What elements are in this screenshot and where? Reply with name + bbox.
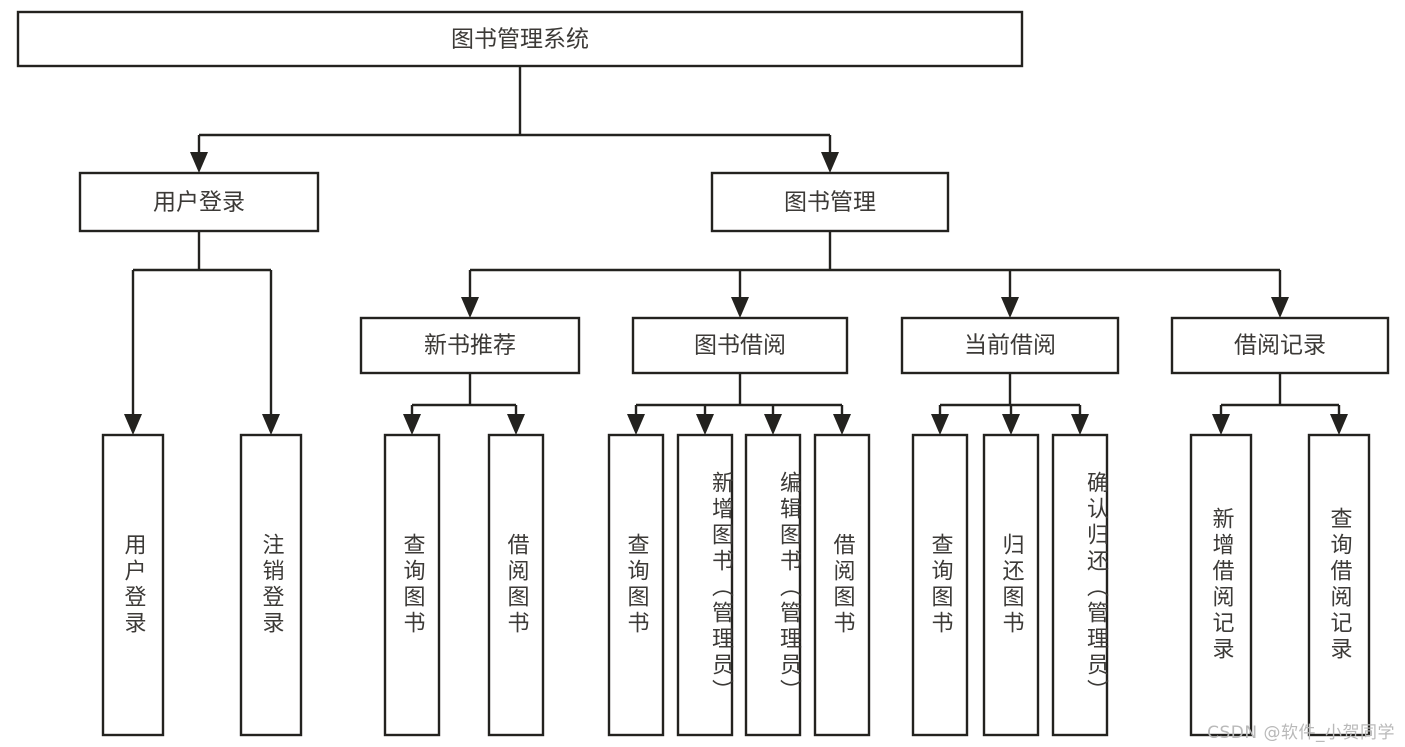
- node-current-borrow[interactable]: 当前借阅: [900, 316, 1120, 375]
- arrowhead-leaf-add-book: [696, 414, 714, 435]
- node-new-book-rec-label: 新书推荐: [424, 333, 516, 359]
- node-root[interactable]: 图书管理系统: [16, 10, 1024, 68]
- node-book-borrow-box[interactable]: [631, 316, 849, 375]
- node-leaf-return-book-box[interactable]: [982, 433, 1040, 737]
- node-leaf-query-record-box[interactable]: [1307, 433, 1371, 737]
- node-leaf-borrow-book-2-box[interactable]: [813, 433, 871, 737]
- node-book-manage[interactable]: 图书管理: [710, 171, 950, 233]
- node-leaf-confirm-return-box[interactable]: [1051, 433, 1109, 737]
- node-root-box[interactable]: [16, 10, 1024, 68]
- arrowhead-user-login: [190, 152, 208, 173]
- node-user-login-label: 用户登录: [153, 190, 245, 216]
- arrowhead-leaf-user-login: [124, 414, 142, 435]
- node-new-book-rec-box[interactable]: [359, 316, 581, 375]
- arrowhead-leaf-edit-book: [764, 414, 782, 435]
- arrowhead-book-borrow: [731, 297, 749, 318]
- node-current-borrow-label: 当前借阅: [964, 333, 1056, 359]
- arrowhead-leaf-query-book-3: [931, 414, 949, 435]
- connector-layer: [124, 66, 1348, 435]
- arrowhead-leaf-return-book: [1002, 414, 1020, 435]
- node-book-borrow-label: 图书借阅: [694, 333, 786, 359]
- node-leaf-borrow-book-1-box[interactable]: [487, 433, 545, 737]
- arrowhead-leaf-logout: [262, 414, 280, 435]
- node-borrow-record-box[interactable]: [1170, 316, 1390, 375]
- arrowhead-leaf-query-book-1: [403, 414, 421, 435]
- node-leaf-query-book-3-box[interactable]: [911, 433, 969, 737]
- arrowhead-leaf-borrow-book-2: [833, 414, 851, 435]
- arrowhead-borrow-record: [1271, 297, 1289, 318]
- connector-borrowrecord-to-leaves: [1219, 373, 1341, 420]
- arrowhead-book-manage: [821, 152, 839, 173]
- node-leaf-user-login-box[interactable]: [101, 433, 165, 737]
- node-new-book-rec[interactable]: 新书推荐: [359, 316, 581, 375]
- node-leaf-add-book-box[interactable]: [676, 433, 734, 737]
- arrowhead-leaf-query-record: [1330, 414, 1348, 435]
- node-leaf-edit-book-box[interactable]: [744, 433, 802, 737]
- connector-userlogin-to-leaves: [131, 231, 273, 420]
- arrowhead-leaf-add-record: [1212, 414, 1230, 435]
- node-book-borrow[interactable]: 图书借阅: [631, 316, 849, 375]
- node-user-login-box[interactable]: [78, 171, 320, 233]
- arrowhead-current-borrow: [1001, 297, 1019, 318]
- node-root-label: 图书管理系统: [451, 27, 589, 53]
- arrowhead-leaf-query-book-2: [627, 414, 645, 435]
- node-book-manage-box[interactable]: [710, 171, 950, 233]
- node-leaf-query-book-1-box[interactable]: [383, 433, 441, 737]
- connector-root-to-level2: [197, 66, 832, 158]
- node-current-borrow-box[interactable]: [900, 316, 1120, 375]
- node-leaf-add-record-box[interactable]: [1189, 433, 1253, 737]
- node-user-login[interactable]: 用户登录: [78, 171, 320, 233]
- arrowhead-leaf-borrow-book-1: [507, 414, 525, 435]
- connector-bookmanage-to-level3: [468, 231, 1282, 303]
- connector-newbook-to-leaves: [410, 373, 518, 420]
- csdn-watermark: CSDN @软件_小贺同学: [1207, 723, 1395, 743]
- node-borrow-record[interactable]: 借阅记录: [1170, 316, 1390, 375]
- arrowhead-leaf-confirm-return: [1071, 414, 1089, 435]
- node-leaf-query-book-2-box[interactable]: [607, 433, 665, 737]
- node-book-manage-label: 图书管理: [784, 190, 876, 216]
- node-leaf-logout-box[interactable]: [239, 433, 303, 737]
- connector-bookborrow-to-leaves: [634, 373, 844, 420]
- node-borrow-record-label: 借阅记录: [1234, 333, 1326, 359]
- connector-currentborrow-to-leaves: [938, 373, 1082, 420]
- arrowhead-new-book-rec: [461, 297, 479, 318]
- leaf-box-layer: [101, 433, 1371, 737]
